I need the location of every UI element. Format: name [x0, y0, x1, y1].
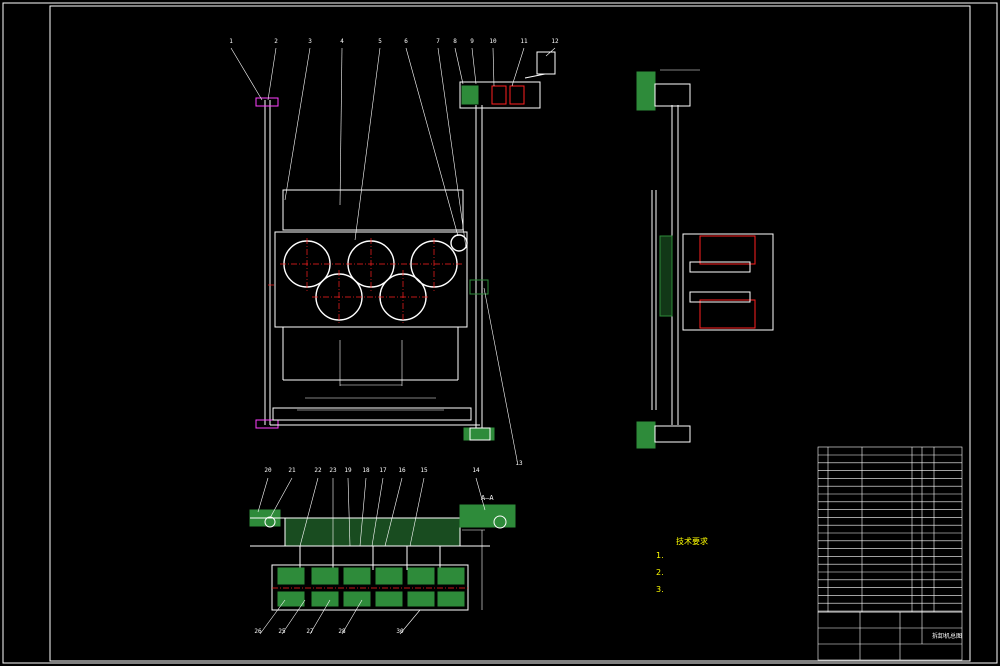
balloon-bottom-upper-8: 15: [420, 467, 428, 474]
balloon-top-9: 10: [489, 38, 497, 45]
side-view: [636, 69, 774, 449]
tech-req-item-3: 3.: [656, 585, 664, 594]
balloon-top-5: 6: [404, 38, 408, 45]
balloon-bottom-upper-1: 21: [288, 467, 296, 474]
balloon-top-3: 4: [340, 38, 344, 45]
balloon-bottom-upper-9: 14: [472, 467, 480, 474]
top-drive-assembly: [459, 51, 556, 441]
balloon-bottom-upper-4: 19: [344, 467, 352, 474]
balloon-top-10: 11: [520, 38, 528, 45]
balloon-top-1: 2: [274, 38, 278, 45]
bottom-view: [249, 504, 516, 611]
balloon-bottom-upper-3: 23: [329, 467, 337, 474]
balloon-bottom-lower-2: 27: [306, 628, 314, 635]
balloon-bottom-lower-1: 25: [278, 628, 286, 635]
balloon-top-0: 1: [229, 38, 233, 45]
balloon-bottom-lower-3: 28: [338, 628, 346, 635]
balloon-top-6: 7: [436, 38, 440, 45]
balloon-bottom-upper-0: 20: [264, 467, 272, 474]
balloon-top-8: 9: [470, 38, 474, 45]
balloon-top-11: 12: [551, 38, 559, 45]
balloon-leaders-top: [230, 47, 556, 461]
balloon-bottom-lower-0: 26: [254, 628, 262, 635]
tech-req-item-1: 1.: [656, 551, 664, 560]
tech-requirements-title: 技术要求: [676, 537, 708, 546]
balloon-bottom-lower-4: 30: [396, 628, 404, 635]
balloon-mid-0: 13: [515, 460, 523, 467]
inner-frame: [49, 5, 971, 662]
balloon-bottom-upper-5: 18: [362, 467, 370, 474]
balloon-bottom-upper-7: 16: [398, 467, 406, 474]
balloon-top-4: 5: [378, 38, 382, 45]
front-view: [255, 97, 489, 429]
balloon-bottom-upper-6: 17: [379, 467, 387, 474]
balloon-top-2: 3: [308, 38, 312, 45]
balloon-bottom-upper-2: 22: [314, 467, 322, 474]
balloon-leaders-bottom: [257, 477, 486, 635]
drawing-name: 拆卸机总图: [932, 633, 963, 640]
parts-list-table: [817, 446, 963, 661]
tech-req-item-2: 2.: [656, 568, 664, 577]
section-label-a-a: A—A: [481, 494, 494, 502]
balloon-top-7: 8: [453, 38, 457, 45]
rollers: [268, 234, 468, 324]
